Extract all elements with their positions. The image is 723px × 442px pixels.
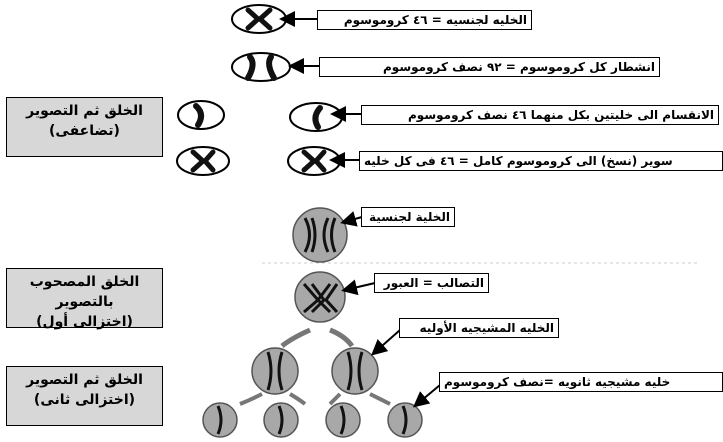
cell-primary-right [331,347,379,395]
label-secondary-gamete: خليه مشيجيه ثانويه =نصف كروموسوم [439,372,723,392]
label-primary-gamete: الخليه المشيجيه الأوليه [399,318,559,338]
phase-title: الخلق المصحوب بالتصوير [29,274,140,310]
label-split-92: انشطار كل كروموسوم = ٩٢ نصف كروموسوم [319,57,660,77]
phase-box-meiosis-2: الخلق ثم التصوير (اختزالى ثانى) [6,366,163,426]
cell-secondary-2 [263,402,299,438]
phase-subtitle: (اختزالى ثانى) [33,392,136,408]
cell-oval-split-chromosome [231,52,291,82]
label-divide-46: الانقسام الى خليتين بكل منهما ٤٦ نصف كرو… [361,105,719,125]
label-sex-cell: الخلية لجنسية [361,207,455,227]
label-crossing-over: التصالب = العبور [374,273,489,293]
phase-subtitle: (تضاعفى) [49,123,120,139]
phase-subtitle: (اختزالى أول) [36,314,133,330]
cell-crossing-over [294,271,346,323]
cell-secondary-4 [387,402,423,438]
cell-oval-x-chromosome [231,4,287,34]
cell-oval-full-left [176,146,230,176]
phase-title: الخلق ثم التصوير [26,372,143,388]
phase-box-meiosis-1: الخلق المصحوب بالتصوير (اختزالى أول) [6,268,163,330]
phase-title: الخلق ثم التصوير [26,103,143,119]
cell-sex-cell [292,207,348,263]
cell-secondary-3 [325,402,361,438]
label-copy-46: سوير (نسخ) الى كروموسوم كامل = ٤٦ فى كل … [359,151,723,171]
cell-primary-left [251,347,299,395]
cell-secondary-1 [202,402,238,438]
cell-oval-half-right [289,102,343,132]
phase-box-mitotic: الخلق ثم التصوير (تضاعفى) [6,97,163,157]
cell-oval-half-left [177,100,225,130]
label-sex-cell-46: الخليه لجنسيه = ٤٦ كروموسوم [317,10,532,30]
cell-oval-full-right [287,146,341,176]
